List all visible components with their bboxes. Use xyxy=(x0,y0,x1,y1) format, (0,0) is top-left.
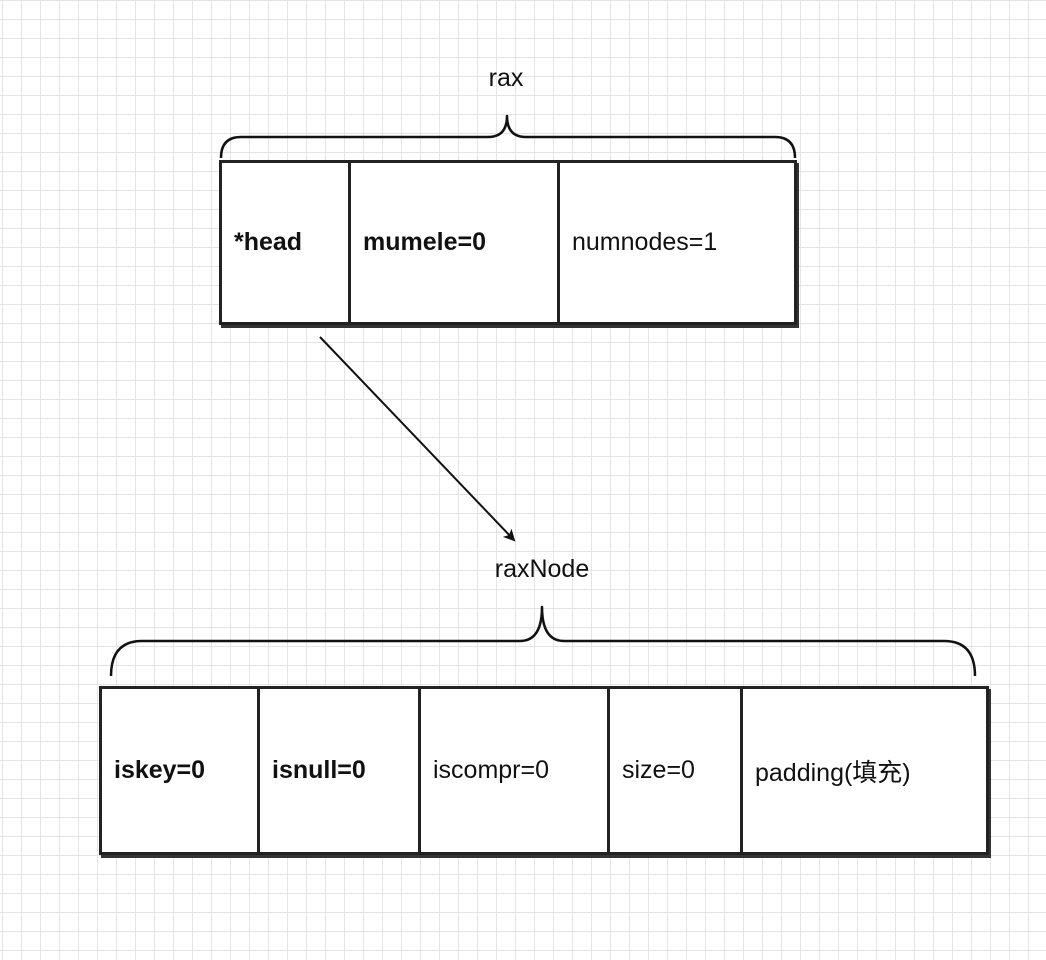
head-pointer-arrow xyxy=(319,336,516,542)
rax-struct: *head mumele=0 numnodes=1 xyxy=(219,160,797,325)
raxnode-brace xyxy=(109,605,977,677)
rax-brace xyxy=(219,114,797,159)
size-field: size=0 xyxy=(610,689,743,855)
numnodes-field: numnodes=1 xyxy=(560,163,797,325)
raxnode-title: raxNode xyxy=(494,555,590,583)
padding-field: padding(填充) xyxy=(743,689,989,855)
raxnode-struct: iskey=0 isnull=0 iscompr=0 size=0 paddin… xyxy=(99,686,989,855)
isnull-field: isnull=0 xyxy=(260,689,421,855)
iscompr-field: iscompr=0 xyxy=(421,689,610,855)
head-field: *head xyxy=(222,163,351,325)
mumele-field: mumele=0 xyxy=(351,163,560,325)
rax-title: rax xyxy=(488,64,524,92)
iskey-field: iskey=0 xyxy=(102,689,260,855)
